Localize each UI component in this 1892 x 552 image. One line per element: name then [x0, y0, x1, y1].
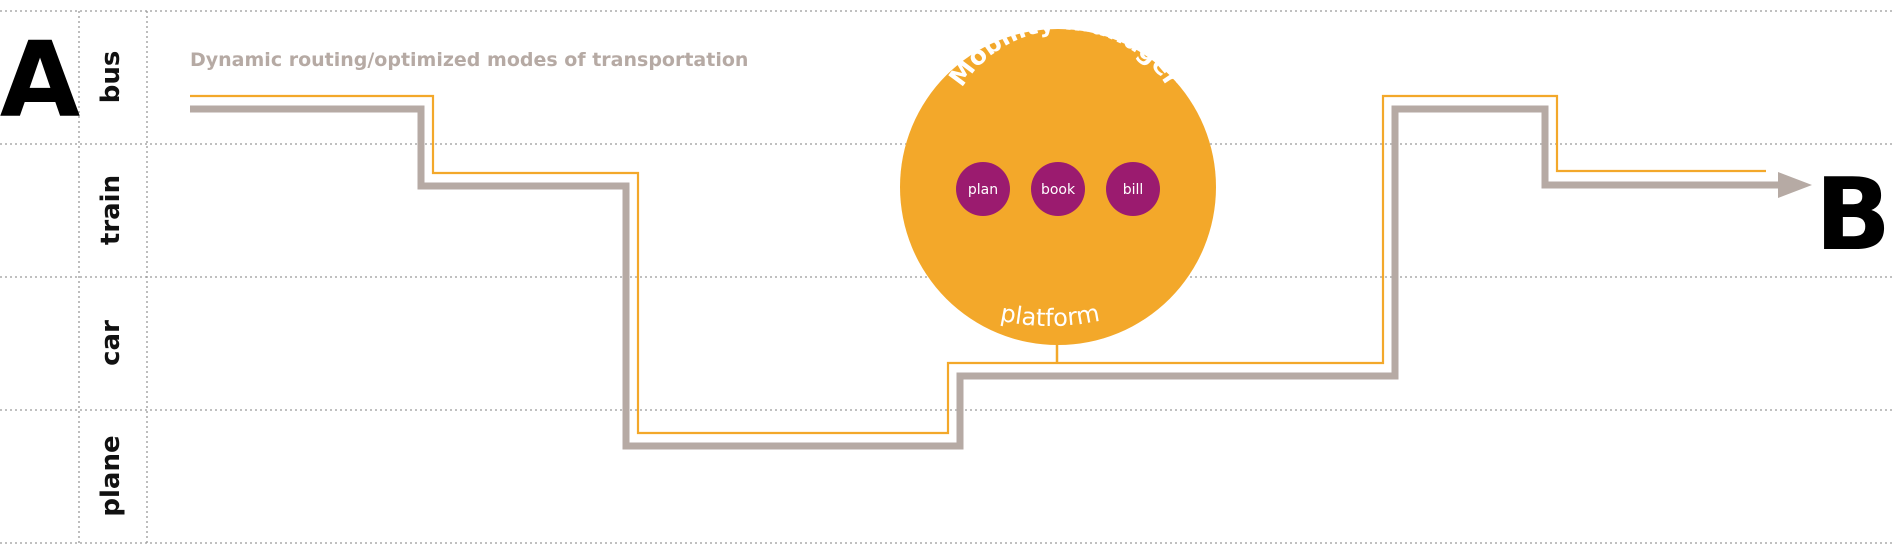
service-bill-label: bill: [1123, 182, 1144, 198]
main-route-line: [190, 105, 1780, 450]
main-route-arrowhead: [1778, 172, 1812, 198]
service-plan-circle[interactable]: [956, 162, 1010, 216]
mode-label-plane: plane: [96, 435, 126, 516]
platform-subtitle-text: platform: [998, 299, 1101, 332]
route-title: Dynamic routing/optimized modes of trans…: [190, 49, 748, 71]
mode-label-train: train: [96, 175, 126, 245]
end-point-label: B: [1815, 156, 1891, 273]
platform-route-line: [190, 94, 1766, 435]
service-plan-label: plan: [968, 182, 998, 198]
platform-subtitle: platform: [998, 299, 1101, 332]
mode-label-car: car: [96, 320, 126, 366]
service-book-circle[interactable]: [1031, 162, 1085, 216]
service-bill-circle[interactable]: [1106, 162, 1160, 216]
service-book[interactable]: book: [1031, 162, 1085, 216]
mobility-manager-platform: Mobility manager platform plan book bill: [900, 6, 1216, 345]
start-point-label: A: [0, 19, 80, 141]
mode-label-bus: bus: [96, 51, 126, 104]
service-plan[interactable]: plan: [956, 162, 1010, 216]
service-book-label: book: [1041, 182, 1076, 198]
service-bill[interactable]: bill: [1106, 162, 1160, 216]
